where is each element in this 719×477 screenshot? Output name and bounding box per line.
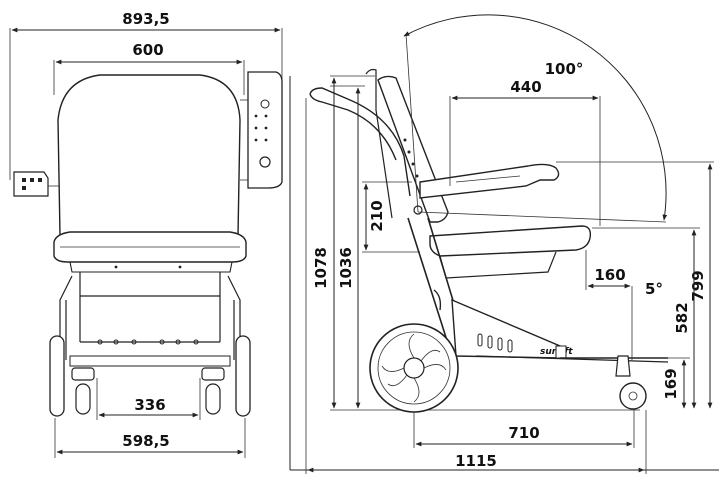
- dim-seat-height: 582: [673, 302, 691, 333]
- armrest-side: [419, 163, 560, 199]
- armrest-bracket: [247, 71, 283, 189]
- dim-wheelbase: 710: [508, 424, 539, 442]
- backrest-side: [377, 75, 449, 223]
- dim-base-width: 598,5: [122, 432, 169, 450]
- dim-armrest-height: 799: [689, 270, 707, 301]
- seat-side: [429, 225, 592, 257]
- caster-right: [205, 383, 221, 415]
- dim-wheel-track: 336: [134, 396, 165, 414]
- front-caster: [619, 382, 647, 410]
- dim-recline-angle: 100°: [545, 60, 584, 78]
- dim-seat-width: 600: [132, 41, 163, 59]
- dim-total-height: 1078: [312, 247, 330, 289]
- wheel-left: [49, 335, 65, 417]
- backrest-front: [57, 74, 241, 236]
- dim-seat-tilt: 5°: [645, 280, 663, 298]
- caster-left: [75, 383, 91, 415]
- wheel-right: [235, 335, 251, 417]
- dim-overall-length: 1115: [455, 452, 497, 470]
- dim-seat-depth: 440: [510, 78, 541, 96]
- dim-footrest-offset: 160: [594, 266, 625, 284]
- dim-backrest-top-height: 1036: [337, 247, 355, 289]
- front-view: 893,5 600: [9, 10, 283, 458]
- dim-backrest-height: 210: [368, 200, 386, 231]
- dim-overall-width: 893,5: [122, 10, 169, 28]
- control-panel: [13, 171, 49, 197]
- side-view: 1078 1036 210 sunlift: [289, 14, 719, 474]
- dim-footrest-height: 169: [662, 368, 680, 399]
